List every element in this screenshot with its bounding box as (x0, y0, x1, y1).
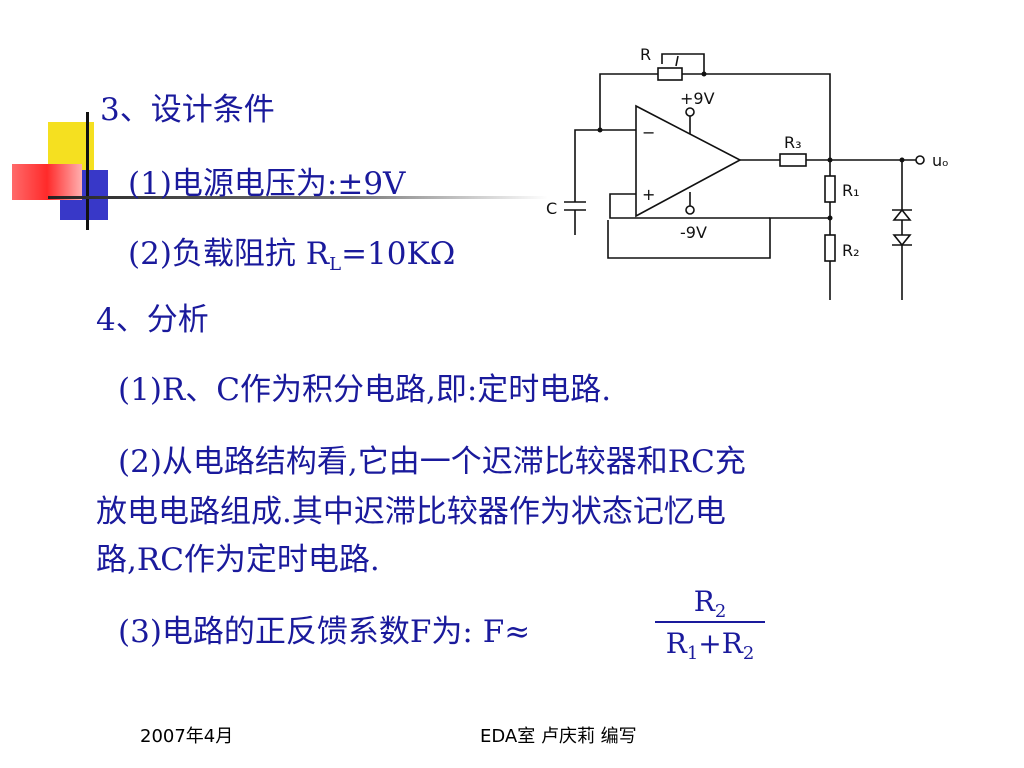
analysis-item-2-line-3: 路,RC作为定时电路. (96, 542, 380, 578)
label-R2: R₂ (842, 241, 860, 260)
label-R3: R₃ (784, 133, 802, 152)
analysis-item-2-line-2: 放电电路组成.其中迟滞比较器作为状态记忆电 (96, 494, 726, 530)
formula-fraction-bar (655, 621, 765, 623)
deco-vertical-line (86, 112, 89, 230)
deco-horizontal-line (48, 196, 548, 199)
label-minus9v: -9V (680, 223, 707, 242)
condition-load-impedance: (2)负载阻抗 RL=10KΩ (128, 228, 455, 275)
label-plus-input: + (642, 185, 655, 204)
label-R: R (640, 45, 651, 64)
footer-date: 2007年4月 (140, 726, 234, 747)
circuit-diagram: R +9V -9V R₃ R₁ R₂ C uₒ − + (546, 45, 949, 300)
heading-design-conditions: 3、设计条件 (100, 92, 275, 128)
formula-numerator: R2 (693, 585, 727, 622)
condition-power-supply: (1)电源电压为:±9V (128, 166, 406, 202)
condition-load-value: =10KΩ (341, 236, 456, 272)
condition-load-subscript: L (329, 254, 342, 275)
formula-denominator: R1+R2 (665, 627, 755, 664)
deco-red-fade (12, 164, 82, 200)
label-minus-input: − (642, 123, 655, 142)
heading-analysis: 4、分析 (96, 302, 209, 338)
label-uo: uₒ (932, 151, 949, 170)
condition-load-prefix: (2)负载阻抗 R (128, 236, 330, 272)
footer-author: EDA室 卢庆莉 编写 (480, 726, 637, 747)
analysis-item-1: (1)R、C作为积分电路,即:定时电路. (118, 372, 612, 408)
label-R1: R₁ (842, 181, 860, 200)
label-C: C (546, 199, 557, 218)
feedback-formula: R2 R1+R2 (655, 585, 765, 664)
analysis-item-2-line-1: (2)从电路结构看,它由一个迟滞比较器和RC充 (118, 444, 746, 480)
analysis-item-3: (3)电路的正反馈系数F为: F≈ (118, 614, 531, 650)
label-plus9v: +9V (680, 89, 715, 108)
